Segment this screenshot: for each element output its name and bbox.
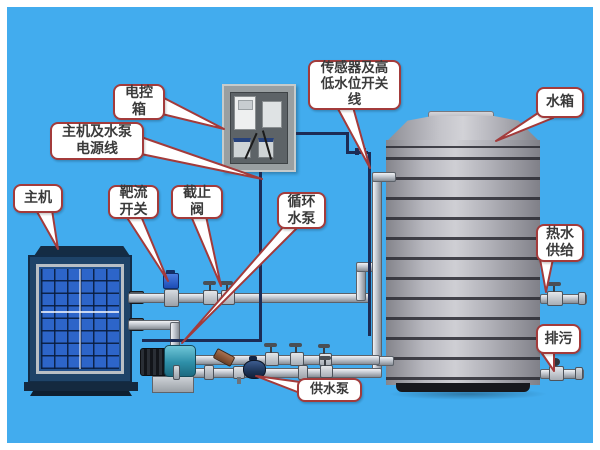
control-box-controller bbox=[262, 101, 282, 128]
tank-base bbox=[396, 383, 530, 392]
check-valve-drain bbox=[237, 377, 241, 384]
stop-valve-stem bbox=[209, 284, 211, 291]
pipe-tank-riser bbox=[372, 176, 382, 374]
hot-water-valve-stem bbox=[553, 285, 555, 292]
callout-power-line: 主机及水泵 电源线 bbox=[50, 122, 144, 160]
callout-control-box: 电控 箱 bbox=[113, 84, 165, 120]
sensor-wire-connector bbox=[355, 148, 359, 155]
pipe-hot-water-out bbox=[540, 294, 587, 304]
heat-pump-foot bbox=[30, 391, 132, 396]
valve-handwheel bbox=[319, 356, 331, 360]
stop-valve-stem bbox=[226, 284, 228, 291]
valve-stem bbox=[324, 359, 326, 366]
callout-water-tank: 水箱 bbox=[536, 87, 584, 118]
pipe-tank-inlet-elbow bbox=[372, 172, 396, 182]
callout-supply-pump: 供水泵 bbox=[297, 378, 362, 402]
pipe-end-flange bbox=[173, 365, 180, 380]
tank-rib bbox=[386, 146, 540, 148]
control-box-meter-window bbox=[238, 100, 253, 110]
stop-valve-handwheel bbox=[220, 281, 233, 285]
callout-main-unit: 主机 bbox=[13, 184, 63, 213]
sensor-wire-connector bbox=[362, 148, 366, 155]
callout-stop-valve: 截止 阀 bbox=[171, 185, 223, 219]
callout-circulation-pump: 循环 水泵 bbox=[277, 192, 326, 229]
valve-body bbox=[290, 352, 304, 366]
flow-switch-body bbox=[164, 289, 179, 307]
heat-pump-grid-highlight-v bbox=[79, 269, 81, 369]
circulation-pump-head bbox=[164, 345, 196, 377]
valve-stem bbox=[295, 346, 297, 353]
stop-valve-body bbox=[221, 290, 235, 305]
drain-valve-body bbox=[549, 366, 564, 381]
valve-body bbox=[320, 365, 333, 378]
valve-handwheel bbox=[289, 343, 302, 347]
callout-hot-water-supply: 热水 供给 bbox=[536, 224, 584, 262]
pipe-coupling bbox=[204, 365, 214, 380]
water-tank bbox=[386, 140, 540, 385]
callout-sensor-line: 传感器及高 低水位开关 线 bbox=[308, 60, 401, 110]
sensor-wire-drop bbox=[346, 132, 349, 153]
sensor-wire-horizontal bbox=[296, 132, 349, 135]
heat-pump-base bbox=[24, 382, 138, 391]
drain-valve-handle bbox=[551, 358, 560, 366]
valve-stem bbox=[323, 347, 325, 354]
stop-valve-body bbox=[203, 290, 218, 305]
valve-handwheel bbox=[318, 344, 330, 348]
supply-pump-cap bbox=[249, 356, 257, 361]
hot-water-valve-body bbox=[547, 291, 563, 306]
target-flow-switch bbox=[163, 273, 179, 289]
callout-flow-switch: 靶流 开关 bbox=[108, 185, 159, 219]
power-wire-horizontal bbox=[142, 339, 261, 342]
pipe-end-cap bbox=[575, 367, 583, 380]
flow-switch-cap bbox=[166, 270, 175, 274]
level-switch-wire-vertical bbox=[368, 152, 371, 336]
valve-handwheel bbox=[264, 343, 277, 347]
pipe-end-cap bbox=[578, 292, 586, 305]
stop-valve-handwheel bbox=[203, 281, 216, 285]
valve-body bbox=[265, 352, 279, 366]
heat-pump-top-cap bbox=[34, 246, 130, 256]
valve-stem bbox=[270, 346, 272, 353]
supply-pump bbox=[243, 360, 266, 379]
callout-drain: 排污 bbox=[536, 324, 581, 354]
hot-water-valve-handwheel bbox=[547, 282, 561, 286]
power-wire-vertical bbox=[259, 172, 262, 342]
